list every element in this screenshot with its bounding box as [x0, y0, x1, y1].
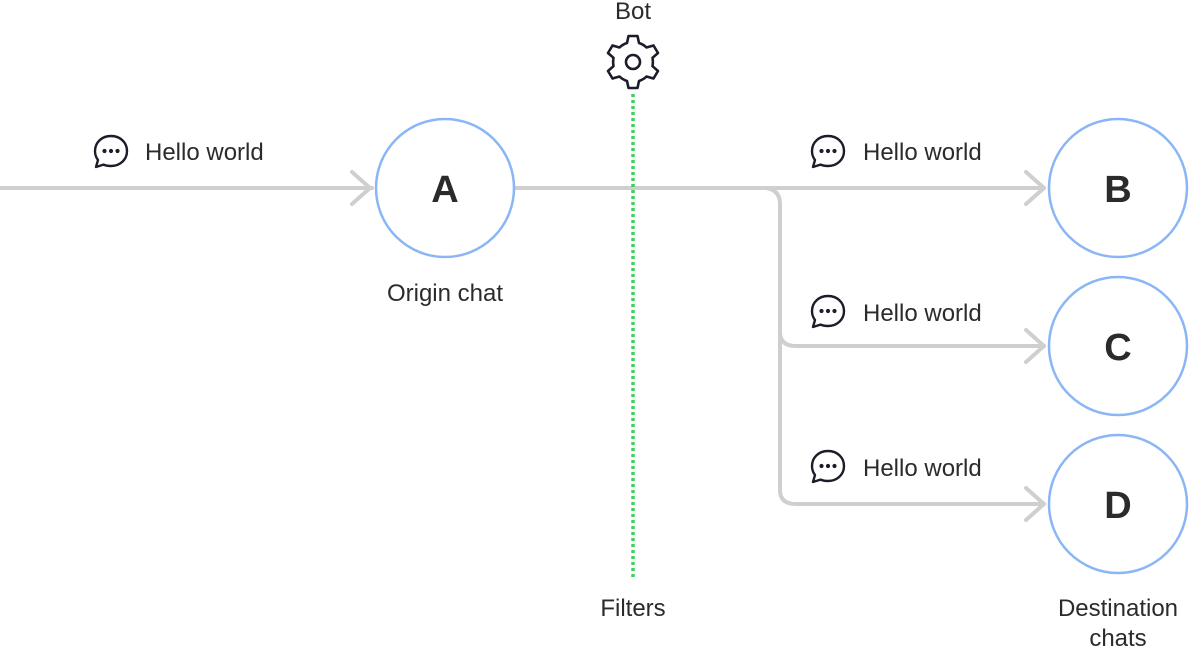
message-bubble-icon: [93, 134, 129, 169]
node-destination-d: D: [1047, 433, 1189, 575]
message-text-b: Hello world: [863, 139, 982, 166]
message-bubble-icon: [810, 134, 846, 169]
node-origin-letter: A: [431, 169, 458, 211]
bot-label: Bot: [615, 0, 651, 25]
incoming-message-text: Hello world: [145, 139, 264, 166]
origin-caption: Origin chat: [387, 280, 503, 307]
node-b-letter: B: [1104, 169, 1131, 211]
node-destination-b: B: [1047, 117, 1189, 259]
incoming-arrowhead: [350, 170, 372, 206]
destination-caption-line2: chats: [1089, 625, 1146, 651]
destination-caption-line1: Destination: [1058, 595, 1178, 622]
filters-label: Filters: [600, 595, 665, 622]
node-d-letter: D: [1104, 485, 1131, 527]
message-bubble-icon: [810, 449, 846, 484]
gear-icon: [606, 34, 660, 90]
message-bubble-icon: [810, 294, 846, 329]
node-c-letter: C: [1104, 327, 1131, 369]
edge-branch-c: [778, 330, 1046, 348]
arrowhead-d: [1024, 486, 1046, 522]
message-text-c: Hello world: [863, 300, 982, 327]
node-origin: A: [374, 117, 516, 259]
node-destination-c: C: [1047, 275, 1189, 417]
edge-branch-d: [764, 186, 1046, 506]
arrowhead-b: [1024, 170, 1046, 206]
arrowhead-c: [1024, 328, 1046, 364]
message-text-d: Hello world: [863, 455, 982, 482]
